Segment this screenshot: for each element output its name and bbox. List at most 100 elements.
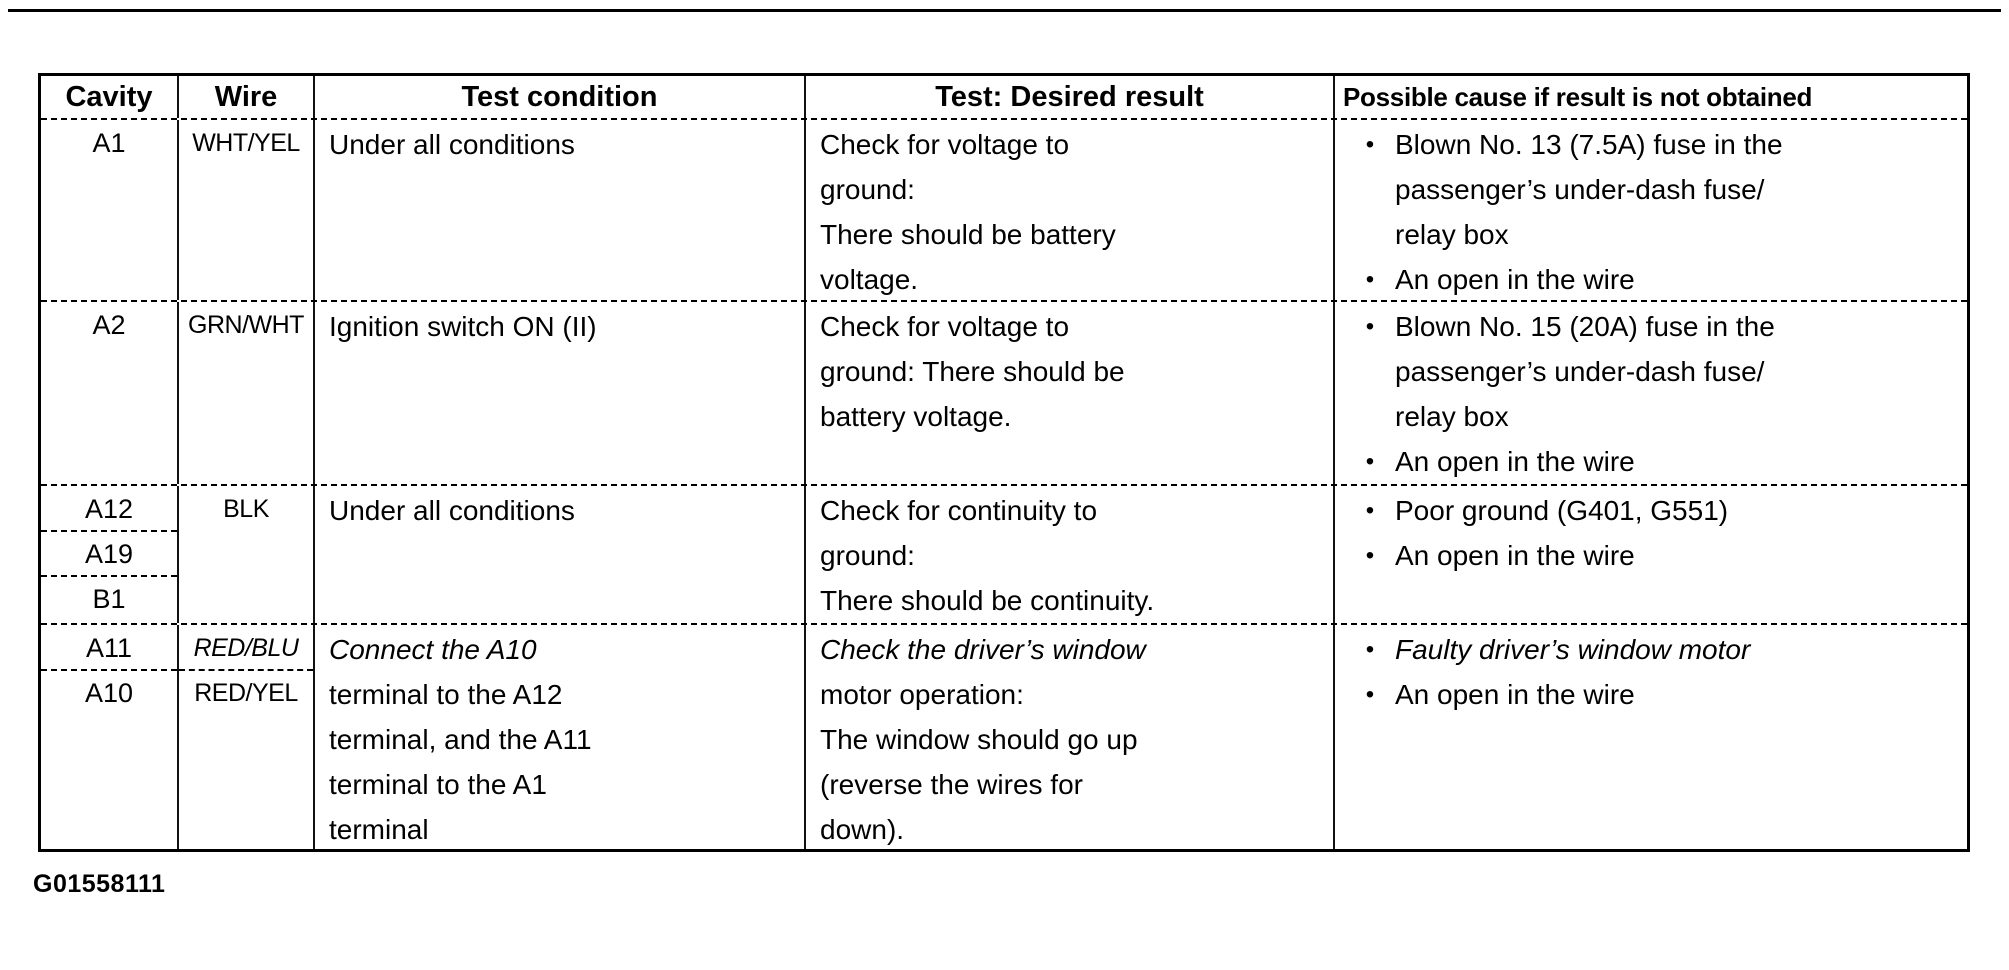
cavity-value: B1 [92,584,126,614]
text-line: Connect the A10 [329,634,537,665]
text-line: ground: [820,540,915,571]
text-line: An open in the wire [1395,264,1635,295]
text-line: Ignition switch ON (II) [329,311,597,342]
test-condition-cell: Connect the A10 terminal to the A12 termin… [315,625,806,849]
cause-text: Poor ground (G401, G551) [1395,488,1961,533]
text-line: Under all conditions [329,495,575,526]
wire-cell: BLK [179,486,315,623]
wire-value: WHT/YEL [192,129,300,157]
text-line: Under all conditions [329,129,575,160]
text-line: battery voltage. [820,401,1012,432]
cause-item: •Faulty driver’s window motor [1345,627,1961,672]
text-line: Poor ground (G401, G551) [1395,495,1729,526]
text-line: Check for voltage to [820,129,1070,160]
wire-cell: RED/BLU RED/YEL [179,625,315,849]
test-result-cell: Check for voltage to ground: There should … [806,120,1335,300]
text-line: terminal, and the A11 [329,724,592,755]
cause-text: Blown No. 15 (20A) fuse in the passenger’… [1395,304,1961,439]
possible-cause-cell: • Poor ground (G401, G551) • An open in the… [1335,486,1967,623]
cause-item: • An open in the wire [1345,439,1961,484]
text-line: relay box [1395,401,1509,432]
text-line: passenger’s under-dash fuse/ [1395,174,1765,205]
cause-text: An open in the wire [1395,533,1961,578]
cause-text: An open in the wire [1395,439,1961,484]
text-line: (reverse the wires for [820,769,1083,800]
text-line: The window should go up [820,724,1138,755]
wire-value: GRN/WHT [188,311,304,339]
bullet-icon: • [1365,266,1375,293]
text-line: An open in the wire [1395,679,1635,710]
table-row: A1 WHT/YEL Under all conditions Check for v… [41,118,1967,300]
cavity-value: A11 [41,626,177,671]
page-top-rule [8,9,2001,12]
bullet-icon: • [1365,681,1375,708]
possible-cause-cell: • Blown No. 15 (20A) fuse in the passenger… [1335,302,1967,484]
wire-value: RED/YEL [194,679,298,707]
cause-item: • An open in the wire [1345,672,1961,717]
cause-item: • Poor ground (G401, G551) [1345,488,1961,533]
bullet-icon: • [1365,448,1375,475]
text-line: There should be battery [820,219,1116,250]
wire-value: BLK [223,495,269,523]
possible-cause-cell: •Faulty driver’s window motor • An open in… [1335,625,1967,849]
cause-item: • Blown No. 15 (20A) fuse in the passenger… [1345,304,1961,439]
text-line: Blown No. 13 (7.5A) fuse in the [1395,129,1783,160]
figure-code: G01558111 [33,870,166,898]
cause-text: An open in the wire [1395,672,1961,717]
test-result-cell: Check for continuity to ground: There shou… [806,486,1335,623]
text-line: down). [820,814,905,845]
bullet-icon: • [1365,313,1375,340]
column-header-test-condition: Test condition [315,76,806,118]
text-line: ground: [820,174,915,205]
cavity-value: A2 [92,310,126,340]
cause-text: Faulty driver’s window motor [1395,627,1961,672]
text-line: terminal to the A1 [329,769,547,800]
text-line: There should be continuity. [820,585,1155,616]
cavity-value: A10 [84,678,134,708]
cause-text: An open in the wire [1395,257,1961,300]
test-condition-cell: Under all conditions [315,120,806,300]
column-header-cavity: Cavity [41,76,179,118]
bullet-icon: • [1365,497,1375,524]
text-line: An open in the wire [1395,446,1635,477]
column-header-test-desired-result: Test: Desired result [806,76,1335,118]
text-line: terminal to the A12 [329,679,563,710]
text-line: motor operation: [820,679,1024,710]
text-line: An open in the wire [1395,540,1635,571]
test-condition-cell: Under all conditions [315,486,806,623]
bullet-icon: • [1365,542,1375,569]
text-line: Check for continuity to [820,495,1098,526]
table-row: A2 GRN/WHT Ignition switch ON (II) Check fo… [41,300,1967,484]
cavity-value: A12 [41,487,177,532]
text-line: Blown No. 15 (20A) fuse in the [1395,311,1775,342]
wire-cell: WHT/YEL [179,120,315,300]
text-line: ground: There should be [820,356,1125,387]
wire-value: RED/BLU [179,626,313,671]
text-line: relay box [1395,219,1509,250]
cause-item: • An open in the wire [1345,533,1961,578]
cavity-cell: A1 [41,120,179,300]
possible-cause-cell: • Blown No. 13 (7.5A) fuse in the passenge… [1335,120,1967,300]
test-result-cell: Check for voltage to ground: There should… [806,302,1335,484]
cavity-value: A1 [92,128,126,158]
text-line: terminal [329,814,429,845]
cause-item: • An open in the wire [1345,257,1961,300]
text-line: passenger’s under-dash fuse/ [1395,356,1765,387]
cause-text: Blown No. 13 (7.5A) fuse in the passenger… [1395,122,1961,257]
wire-cell: GRN/WHT [179,302,315,484]
cavity-value: A19 [41,532,177,577]
text-line: Faulty driver’s window motor [1395,634,1751,665]
text-line: Check for voltage to [820,311,1070,342]
column-header-possible-cause-if-result-is-not-obtained: Possible cause if result is not obtained [1343,82,1813,112]
cavity-cell: A2 [41,302,179,484]
column-header-wire: Wire [179,76,315,118]
test-condition-cell: Ignition switch ON (II) [315,302,806,484]
bullet-icon: • [1365,131,1375,158]
